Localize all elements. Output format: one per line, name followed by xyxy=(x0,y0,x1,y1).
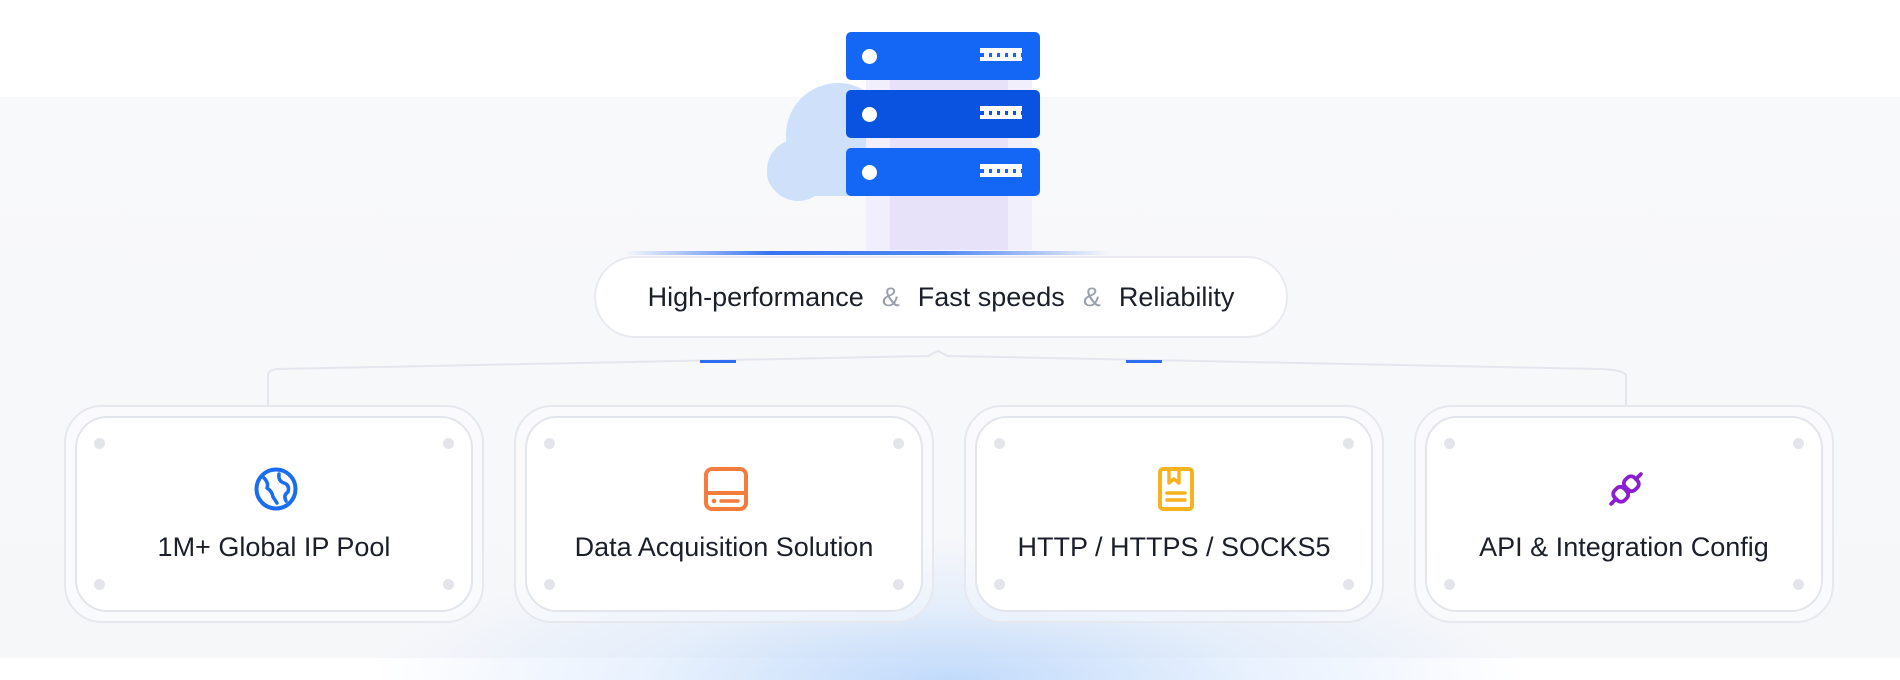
feature-card-api-integration[interactable]: API & Integration Config xyxy=(1414,405,1834,623)
server-led xyxy=(862,165,877,180)
feature-card-inner: API & Integration Config xyxy=(1425,416,1823,612)
plug-connector-icon xyxy=(1609,472,1643,506)
feature-label: 1M+ Global IP Pool xyxy=(157,532,391,562)
corner-dot xyxy=(893,438,904,449)
branch-accent-left xyxy=(700,360,736,363)
corner-dot xyxy=(1793,579,1804,590)
corner-dot xyxy=(994,438,1005,449)
feature-card-data-acquisition[interactable]: Data Acquisition Solution xyxy=(514,405,934,623)
branch-accent-right xyxy=(1126,360,1162,363)
server-ports-icon xyxy=(980,48,1022,61)
globe-icon xyxy=(254,467,298,511)
corner-dot xyxy=(544,579,555,590)
feature-label: HTTP / HTTPS / SOCKS5 xyxy=(1017,532,1331,562)
server-led xyxy=(862,107,877,122)
server-ports-icon xyxy=(980,164,1022,177)
headline-separator: & xyxy=(881,281,900,312)
corner-dot xyxy=(94,438,105,449)
feature-card-ip-pool[interactable]: 1M+ Global IP Pool xyxy=(64,405,484,623)
headline-item: Fast speeds xyxy=(917,281,1065,312)
corner-dot xyxy=(1444,579,1455,590)
server-unit-middle xyxy=(846,90,1040,138)
corner-dot xyxy=(994,579,1005,590)
corner-dot xyxy=(1343,438,1354,449)
corner-dot xyxy=(893,579,904,590)
feature-card-protocols[interactable]: HTTP / HTTPS / SOCKS5 xyxy=(964,405,1384,623)
corner-dot xyxy=(1343,579,1354,590)
server-led xyxy=(862,49,877,64)
bookmark-book-icon xyxy=(1158,467,1194,511)
feature-card-inner: HTTP / HTTPS / SOCKS5 xyxy=(975,416,1373,612)
server-unit-top xyxy=(846,32,1040,80)
hard-drive-icon xyxy=(704,467,748,511)
feature-card-inner: 1M+ Global IP Pool xyxy=(75,416,473,612)
connector-lines xyxy=(267,251,1627,405)
corner-dot xyxy=(443,579,454,590)
headline-separator: & xyxy=(1082,281,1101,312)
feature-label: Data Acquisition Solution xyxy=(574,532,874,562)
pill-accent-line xyxy=(625,251,1110,255)
branch-line xyxy=(267,349,1627,405)
headline-pill: High-performance & Fast speeds & Reliabi… xyxy=(594,256,1288,338)
corner-dot xyxy=(443,438,454,449)
headline-item: Reliability xyxy=(1118,281,1235,312)
feature-label: API & Integration Config xyxy=(1479,532,1769,562)
server-ports-icon xyxy=(980,106,1022,119)
corner-dot xyxy=(94,579,105,590)
server-unit-bottom xyxy=(846,148,1040,196)
corner-dot xyxy=(1444,438,1455,449)
corner-dot xyxy=(1793,438,1804,449)
headline-item: High-performance xyxy=(647,281,864,312)
corner-dot xyxy=(544,438,555,449)
feature-card-inner: Data Acquisition Solution xyxy=(525,416,923,612)
